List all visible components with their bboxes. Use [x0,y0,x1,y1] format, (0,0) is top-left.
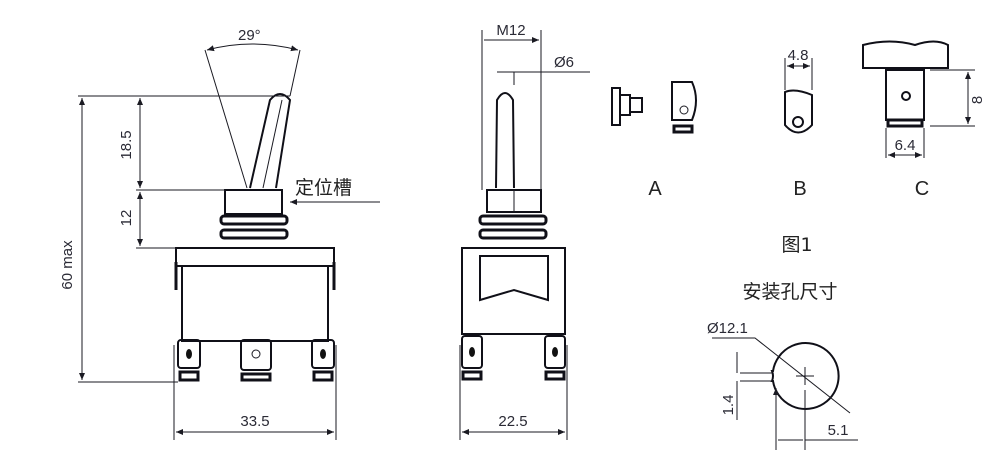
terminal-c-height-label: 8 [969,96,986,104]
side-width-label: 22.5 [498,413,527,430]
front-view: 29° 60 max 18.5 12 33.5 定位槽 [59,27,380,440]
total-height-label: 60 max [59,240,76,290]
mount-hole-title: 安装孔尺寸 [742,281,837,303]
hole-diameter-label: Ø12.1 [707,320,748,337]
detent-label: 定位槽 [295,177,352,199]
key-offset-label: 5.1 [828,422,849,439]
thread-label: M12 [496,22,525,39]
mount-hole-detail: 安装孔尺寸 Ø12.1 1.4 5.1 [707,281,858,450]
terminal-b: 4.8 B [784,47,813,200]
lever-diameter-label: Ø6 [554,54,574,71]
lever-height-label: 18.5 [118,130,135,159]
terminal-a-label: A [648,178,662,200]
switch-body [181,265,329,342]
side-view: M12 Ø6 22.5 [459,22,590,440]
figure-label: 图1 [781,234,812,256]
terminals [461,335,566,381]
key-width-label: 1.4 [720,395,737,416]
lever [249,93,292,189]
terminals [177,339,335,382]
terminal-a: A [611,81,697,200]
terminal-c-width-label: 6.4 [895,137,916,154]
angle-label: 29° [238,27,261,44]
width-label: 33.5 [240,413,269,430]
terminal-c-label: C [915,178,929,200]
terminal-c: 8 6.4 C [862,40,986,200]
bushing-height-label: 12 [118,210,135,227]
lever [495,92,515,189]
terminal-b-width-label: 4.8 [788,47,809,64]
bushing [224,189,283,215]
terminal-b-label: B [793,178,806,200]
